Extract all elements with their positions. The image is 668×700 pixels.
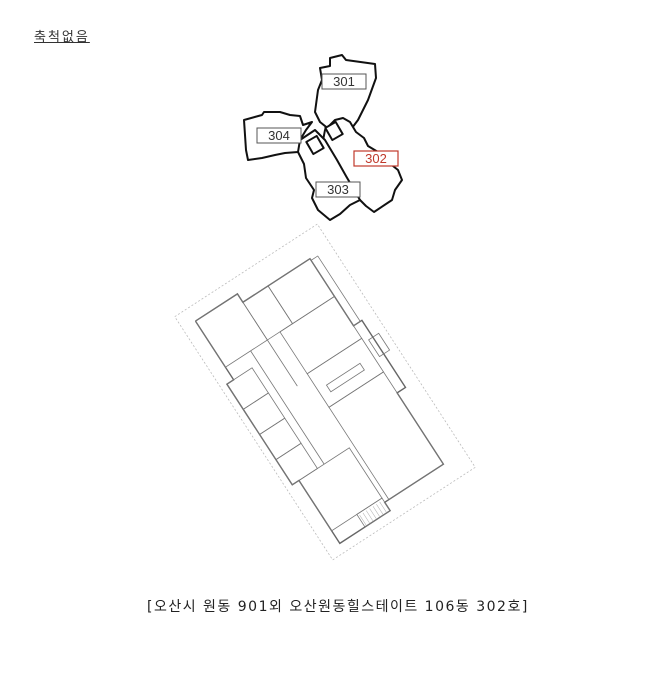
room-bedroom-1 [194, 293, 268, 368]
svg-text:301: 301 [333, 74, 355, 89]
core-box [305, 134, 325, 156]
corridor-wall [250, 350, 325, 465]
balcony [310, 255, 361, 327]
stair-balcony [356, 497, 391, 528]
room-bath-2 [242, 392, 286, 436]
room-bedroom-4 [298, 447, 383, 532]
corridor-wall [267, 339, 298, 387]
scale-note: 축척없음 [34, 30, 90, 45]
room-entry [275, 442, 318, 486]
exterior-wall [194, 257, 445, 545]
unit-label-304: 304 [256, 127, 302, 144]
kitchen-island [325, 362, 365, 393]
room-utility [259, 417, 302, 461]
dining-table [368, 332, 391, 358]
core-box [324, 120, 344, 142]
room-bedroom-3 [279, 295, 363, 375]
svg-text:304: 304 [268, 128, 290, 143]
svg-text:303: 303 [327, 182, 349, 197]
svg-text:302: 302 [365, 151, 387, 166]
room-living [328, 371, 444, 501]
unit-address-caption: [오산시 원동 901외 오산원동힐스테이트 106동 302호] [147, 599, 529, 615]
unit-label-302: 302 [353, 150, 399, 167]
unit-label-301: 301 [321, 73, 367, 90]
room-bath-1 [226, 367, 269, 410]
room-dressroom [242, 285, 294, 341]
key-plan: 301 304 302 303 [243, 54, 403, 221]
unit-label-303: 303 [315, 181, 361, 198]
room-bedroom-2 [267, 258, 336, 325]
site-boundary [174, 223, 476, 561]
